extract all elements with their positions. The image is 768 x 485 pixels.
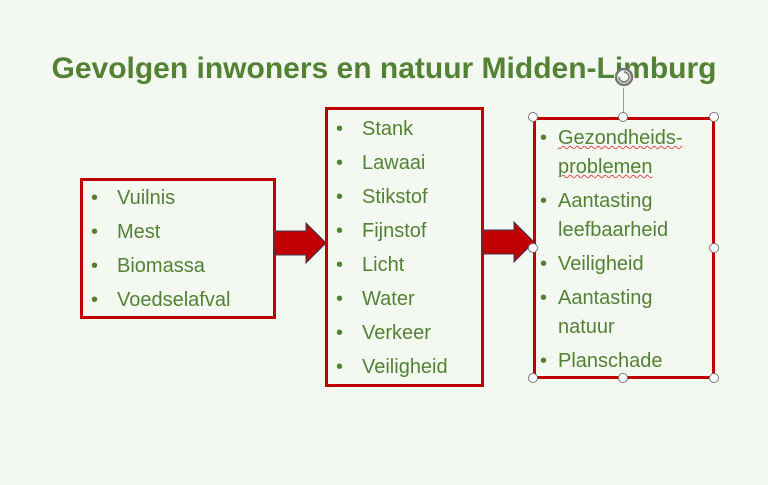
resize-handle[interactable] [528,112,538,122]
list-item: Aantasting leefbaarheid [536,187,708,245]
list-item: Licht [328,248,481,282]
list-item: Biomassa [83,249,273,283]
resize-handle[interactable] [709,112,719,122]
right-arrow-icon [274,222,327,264]
effects-box-selected[interactable]: Gezondheids-problemen Aantasting leefbaa… [533,117,715,379]
resize-handle[interactable] [618,373,628,383]
resize-handle[interactable] [528,373,538,383]
sources-box[interactable]: Vuilnis Mest Biomassa Voedselafval [80,178,276,319]
list-item: Planschade [536,347,708,376]
list-item: Mest [83,215,273,249]
list-item: Lawaai [328,146,481,180]
list-item: Voedselafval [83,283,273,317]
list-item: Stikstof [328,180,481,214]
list-item: Aantasting natuur [536,284,708,342]
resize-handle[interactable] [709,243,719,253]
list-item: Fijnstof [328,214,481,248]
list-item: Veiligheid [328,350,481,384]
list-item: Gezondheids-problemen [536,124,708,182]
right-arrow-icon [482,221,535,263]
misspelled-text: Gezondheids-problemen [558,127,683,178]
rotate-handle-line [623,88,624,116]
list-item: Vuilnis [83,181,273,215]
slide-title: Gevolgen inwoners en natuur Midden-Limbu… [51,52,717,85]
list-item: Verkeer [328,316,481,350]
resize-handle[interactable] [709,373,719,383]
list-item: Water [328,282,481,316]
rotate-handle-icon[interactable] [613,66,635,88]
list-item: Stank [328,112,481,146]
emissions-box[interactable]: Stank Lawaai Stikstof Fijnstof Licht Wat… [325,107,484,387]
list-item: Veiligheid [536,250,708,279]
resize-handle[interactable] [528,243,538,253]
resize-handle[interactable] [618,112,628,122]
